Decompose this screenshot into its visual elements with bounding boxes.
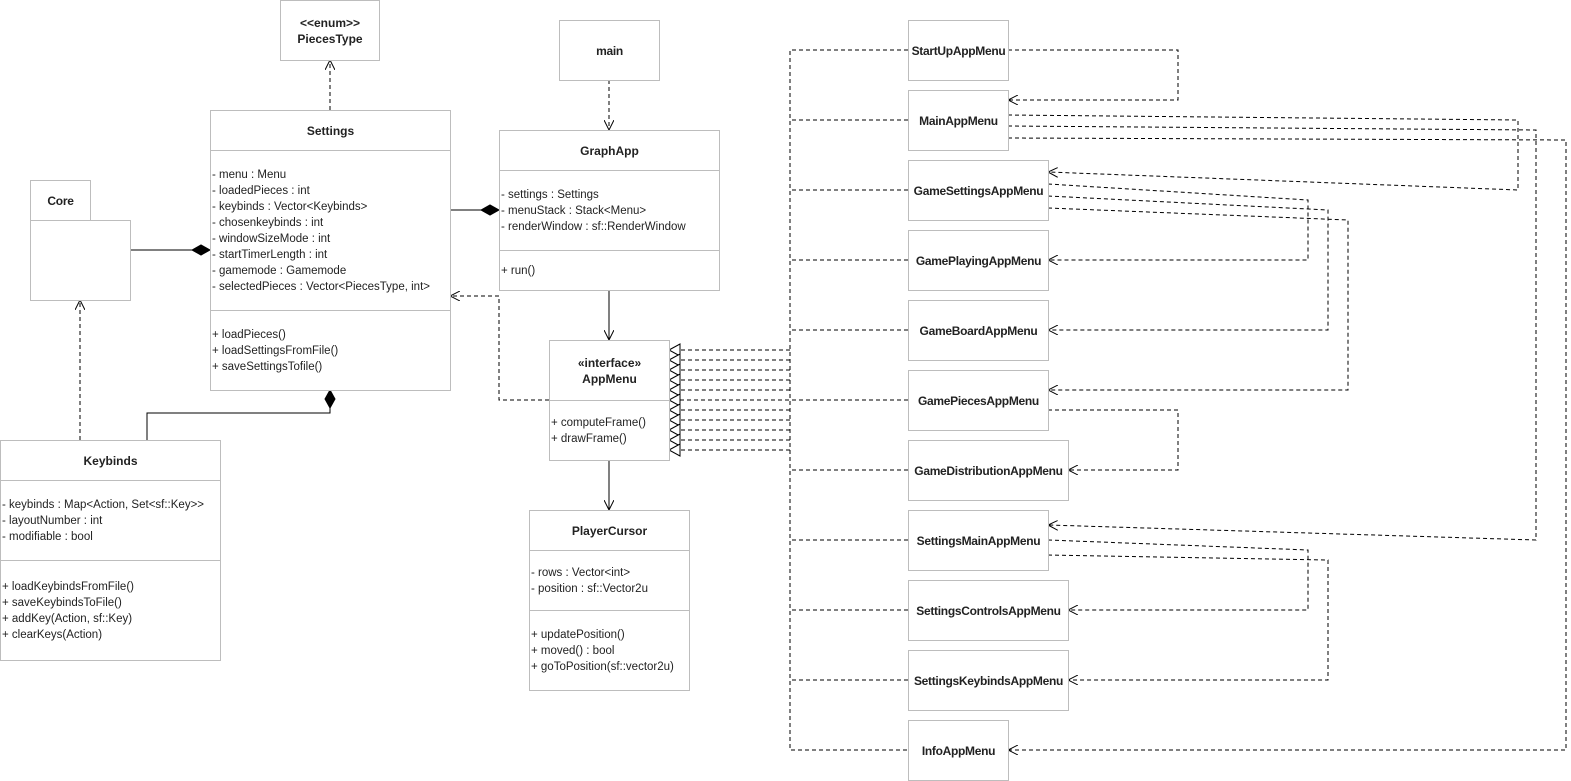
method: + saveKeybindsToFile() <box>2 596 122 609</box>
package-core-body[interactable] <box>30 220 131 301</box>
method: + drawFrame() <box>551 432 627 445</box>
method: + clearKeys(Action) <box>2 628 103 641</box>
package-name: Core <box>47 193 74 208</box>
class-gamesettingsappmenu[interactable]: GameSettingsAppMenu <box>908 160 1049 221</box>
class-settings[interactable]: Settings - menu : Menu - loadedPieces : … <box>210 110 451 391</box>
nav-settingsmain-settingskeybinds <box>1047 554 1329 680</box>
class-name: GameDistributionAppMenu <box>914 463 1063 478</box>
method: + run() <box>501 264 536 277</box>
nav-main-settingsmain <box>1007 125 1537 541</box>
class-settingscontrolsappmenu[interactable]: SettingsControlsAppMenu <box>908 580 1069 641</box>
attribute: - startTimerLength : int <box>212 248 328 261</box>
nav-settingsmain-settingscontrols <box>1047 539 1309 610</box>
nav-main-gamesettings <box>1007 114 1519 191</box>
attribute: - windowSizeMode : int <box>212 232 331 245</box>
attribute: - menu : Menu <box>212 168 287 181</box>
attribute: - chosenkeybinds : int <box>212 216 324 229</box>
stereotype-label: «interface» <box>577 355 642 370</box>
class-settingskeybindsappmenu[interactable]: SettingsKeybindsAppMenu <box>908 650 1069 711</box>
class-name: SettingsControlsAppMenu <box>916 603 1061 618</box>
class-name: PlayerCursor <box>571 523 648 538</box>
attribute: - layoutNumber : int <box>2 514 103 527</box>
class-name: Settings <box>306 123 355 138</box>
method: + addKey(Action, sf::Key) <box>2 612 133 625</box>
nav-startup-main <box>1008 49 1179 100</box>
attribute: - renderWindow : sf::RenderWindow <box>501 220 686 233</box>
class-infoappmenu[interactable]: InfoAppMenu <box>908 720 1009 781</box>
attribute: - menuStack : Stack<Menu> <box>501 204 647 217</box>
class-name: GameSettingsAppMenu <box>913 183 1044 198</box>
composition-diamond-core <box>190 244 212 256</box>
class-name: GamePlayingAppMenu <box>915 253 1042 268</box>
class-name: PiecesType <box>297 31 363 46</box>
class-gameplayingappmenu[interactable]: GamePlayingAppMenu <box>908 230 1049 291</box>
class-name: GameBoardAppMenu <box>919 323 1038 338</box>
class-name: main <box>596 43 623 58</box>
stereotype-label: <<enum>> <box>299 15 361 30</box>
class-keybinds[interactable]: Keybinds - keybinds : Map<Action, Set<sf… <box>0 440 221 661</box>
attribute: - gamemode : Gamemode <box>212 264 347 277</box>
nav-gamepieces-gamedistribution <box>1048 409 1179 470</box>
method: + loadSettingsFromFile() <box>212 344 339 357</box>
class-piecestype[interactable]: <<enum>> PiecesType <box>280 0 380 61</box>
class-main[interactable]: main <box>559 20 660 81</box>
nav-gamesettings-gamepieces <box>1047 207 1349 390</box>
attribute: - loadedPieces : int <box>212 184 310 197</box>
class-name: SettingsKeybindsAppMenu <box>913 673 1064 688</box>
class-playercursor[interactable]: PlayerCursor - rows : Vector<int> - posi… <box>529 510 690 691</box>
class-graphapp[interactable]: GraphApp - settings : Settings - menuSta… <box>499 130 720 291</box>
appmenu-to-settings <box>450 296 549 401</box>
class-gameboardappmenu[interactable]: GameBoardAppMenu <box>908 300 1049 361</box>
class-gamepiecesappmenu[interactable]: GamePiecesAppMenu <box>908 370 1049 431</box>
nav-gamesettings-gameplaying <box>1047 183 1309 260</box>
composition-diamond-graphapp <box>479 204 501 216</box>
method: + moved() : bool <box>531 644 615 657</box>
attribute: - settings : Settings <box>501 188 599 201</box>
class-name: AppMenu <box>582 371 637 386</box>
attribute: - position : sf::Vector2u <box>531 582 648 595</box>
class-name: InfoAppMenu <box>921 743 996 758</box>
method: + loadPieces() <box>212 328 286 341</box>
class-startupappmenu[interactable]: StartUpAppMenu <box>908 20 1009 81</box>
class-gamedistributionappmenu[interactable]: GameDistributionAppMenu <box>908 440 1069 501</box>
attribute: - selectedPieces : Vector<PiecesType, in… <box>212 280 430 293</box>
method: + updatePosition() <box>531 628 625 641</box>
class-name: SettingsMainAppMenu <box>916 533 1041 548</box>
nav-gamesettings-gameboard <box>1047 195 1329 330</box>
attribute: - rows : Vector<int> <box>531 566 631 579</box>
class-name: MainAppMenu <box>919 113 998 128</box>
class-name: GraphApp <box>580 143 639 158</box>
interface-appmenu[interactable]: «interface» AppMenu + computeFrame() + d… <box>549 340 670 461</box>
class-name: Keybinds <box>83 453 138 468</box>
attribute: - keybinds : Vector<Keybinds> <box>212 200 368 213</box>
method: + goToPosition(sf::vector2u) <box>531 660 674 673</box>
nav-main-info <box>1007 137 1567 750</box>
method: + computeFrame() <box>551 416 646 429</box>
composition-diamond-keybinds <box>324 388 336 410</box>
class-mainappmenu[interactable]: MainAppMenu <box>908 90 1009 151</box>
method: + loadKeybindsFromFile() <box>2 580 134 593</box>
class-settingsmainappmenu[interactable]: SettingsMainAppMenu <box>908 510 1049 571</box>
realization-triangles <box>667 343 681 457</box>
class-name: StartUpAppMenu <box>911 43 1006 58</box>
method: + saveSettingsTofile() <box>212 360 323 373</box>
attribute: - modifiable : bool <box>2 530 93 543</box>
attribute: - keybinds : Map<Action, Set<sf::Key>> <box>2 498 204 511</box>
package-core-tab[interactable]: Core <box>30 180 91 221</box>
class-name: GamePiecesAppMenu <box>918 393 1039 408</box>
